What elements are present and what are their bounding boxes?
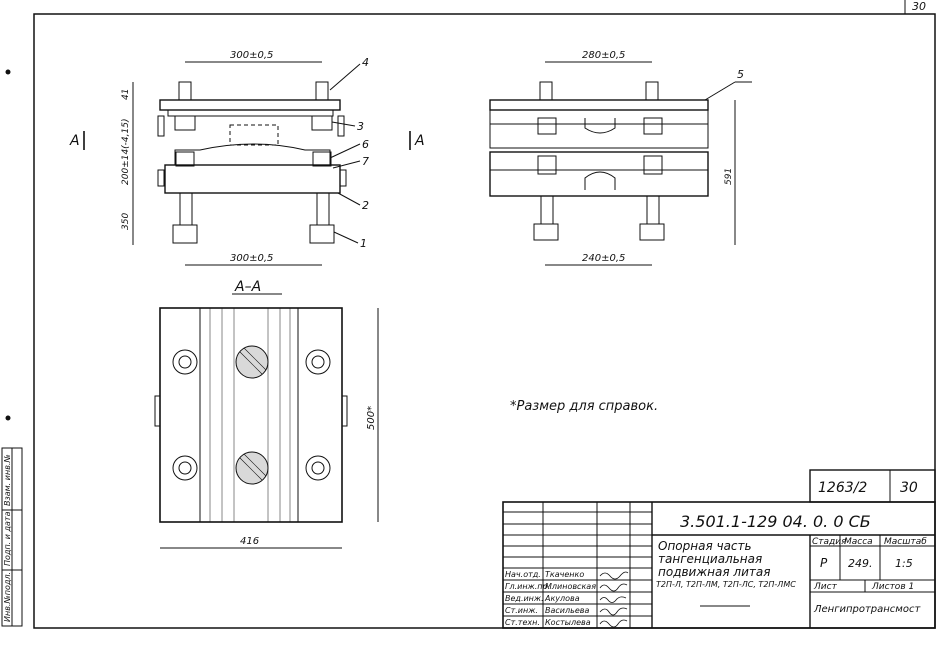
signature-3 [599, 607, 628, 616]
name-3: Васильева [545, 606, 589, 615]
name-2: Акулова [544, 594, 580, 603]
front-view: 300±0,5 300±0,5 41 200±14(-4 [69, 50, 425, 266]
callout-3: 3 [357, 120, 364, 133]
corner-sheet-number: 30 [912, 0, 926, 13]
front-dim-mid: 200±14(-4,15) [121, 119, 131, 185]
variants: Т2П-Л, Т2П-ЛМ, Т2П-ЛС, Т2П-ЛМС [656, 580, 796, 589]
name-line-3: подвижная литая [658, 565, 770, 579]
sheet-label: Лист [813, 582, 838, 592]
side-dim-top: 280±0,5 [582, 50, 625, 61]
stage-value: Р [820, 556, 828, 570]
front-dim-350: 350 [121, 213, 131, 230]
stamp-replace: Взам. инв.№ [3, 454, 12, 506]
reference-note: *Размер для справок. [510, 399, 658, 414]
section-mark-right: А [414, 133, 425, 149]
signature-0 [599, 571, 629, 580]
role-2: Вед.инж. [505, 594, 544, 603]
name-1: Млиновская [545, 582, 596, 591]
role-0: Нач.отд. [505, 570, 541, 579]
signature-2 [599, 596, 627, 603]
role-3: Ст.инж. [505, 606, 538, 615]
stamp-inv: Инв.№подл. [3, 572, 12, 622]
front-dim-41: 41 [121, 89, 131, 100]
mass-label: Масса [844, 537, 873, 547]
callout-2: 2 [362, 199, 369, 212]
side-dim-591: 591 [724, 168, 734, 185]
sheet-no: 30 [900, 480, 918, 496]
name-line-2: тангенциальная [658, 552, 762, 566]
side-dim-bottom: 240±0,5 [582, 253, 625, 264]
drawing-code: 3.501.1-129 04. 0. 0 СБ [680, 512, 871, 531]
stage-label: Стадия [812, 537, 847, 547]
section-mark-left: А [69, 133, 80, 149]
role-4: Ст.техн. [505, 618, 540, 627]
scale-value: 1:5 [895, 557, 913, 570]
section-aa: А–А 416 500* [154, 279, 379, 549]
mass-value: 249. [848, 557, 873, 570]
section-dim-500: 500* [366, 406, 377, 430]
callout-4: 4 [362, 56, 369, 69]
callout-5: 5 [737, 68, 744, 81]
role-1: Гл.инж.пр. [505, 582, 550, 591]
sheets-label: Листов 1 [871, 582, 914, 592]
front-dim-top: 300±0,5 [230, 50, 273, 61]
callout-1: 1 [360, 237, 367, 250]
title-block: 1263/2 30 Нач.отд. Ткаченко Гл.инж.пр. М… [502, 469, 936, 629]
section-aa-title: А–А [234, 279, 261, 295]
front-dim-bottom: 300±0,5 [230, 253, 273, 264]
signature-4 [599, 619, 628, 628]
stamp-sign: Подп. и дата [3, 511, 12, 566]
sheet-frame [33, 13, 936, 629]
name-4: Костылева [545, 618, 591, 627]
side-stamp: Инв.№подл. Подп. и дата Взам. инв.№ [1, 447, 23, 627]
sheet-id: 1263/2 [818, 480, 867, 496]
scale-label: Масштаб [884, 537, 927, 547]
signature-1 [599, 583, 628, 592]
callout-7: 7 [362, 155, 369, 168]
name-line-1: Опорная часть [658, 539, 752, 553]
side-view: 280±0,5 240±0,5 591 5 [489, 50, 752, 266]
section-dim-416: 416 [240, 536, 259, 547]
margin-dot [5, 69, 11, 75]
callout-6: 6 [362, 138, 369, 151]
name-0: Ткаченко [545, 570, 584, 579]
organization: Ленгипротрансмост [813, 604, 921, 615]
margin-dot [5, 415, 11, 421]
